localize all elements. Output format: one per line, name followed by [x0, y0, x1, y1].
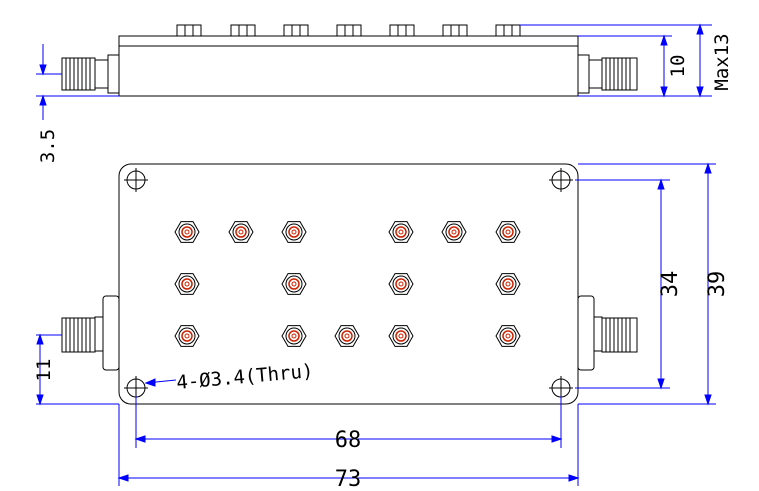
tuning-screw [174, 221, 200, 243]
tuning-screw [388, 221, 414, 243]
front-view-housing [118, 163, 579, 405]
tuning-screw [174, 325, 200, 347]
tuning-screw [388, 273, 414, 295]
tuning-screw [495, 273, 521, 295]
dim-hole-spacing-vertical: 34 [658, 271, 683, 298]
tuning-screw [441, 221, 467, 243]
dim-body-height: 10 [667, 55, 689, 78]
front-view [61, 163, 638, 405]
tuning-screws [174, 221, 521, 347]
dim-connector-bottom-offset: 11 [33, 359, 55, 382]
tuning-screw [281, 273, 307, 295]
tuning-screw [174, 273, 200, 295]
front-view-dimensions [36, 162, 716, 486]
dim-overall-height: 39 [705, 271, 730, 298]
side-view [61, 24, 638, 97]
front-right-sma-connector [577, 295, 638, 371]
dim-max-height: Max13 [711, 33, 733, 90]
side-right-sma-connector [577, 54, 638, 94]
side-left-sma-connector [61, 54, 120, 94]
dim-connector-offset: 3.5 [37, 129, 59, 163]
tuning-screw [495, 325, 521, 347]
tuning-screw [388, 325, 414, 347]
front-left-sma-connector [61, 295, 120, 371]
side-view-housing [118, 35, 579, 97]
dim-hole-spacing-horizontal: 68 [335, 428, 362, 453]
mounting-hole-callout: 4-Ø3.4(Thru) [176, 360, 315, 394]
tuning-screw [281, 221, 307, 243]
tuning-screw [228, 221, 254, 243]
dim-overall-width: 73 [335, 467, 362, 491]
tuning-screw [281, 325, 307, 347]
tuning-screw [334, 325, 360, 347]
side-view-tuning-nuts [176, 24, 521, 37]
side-view-dimensions [36, 23, 712, 120]
tuning-screw [495, 221, 521, 243]
